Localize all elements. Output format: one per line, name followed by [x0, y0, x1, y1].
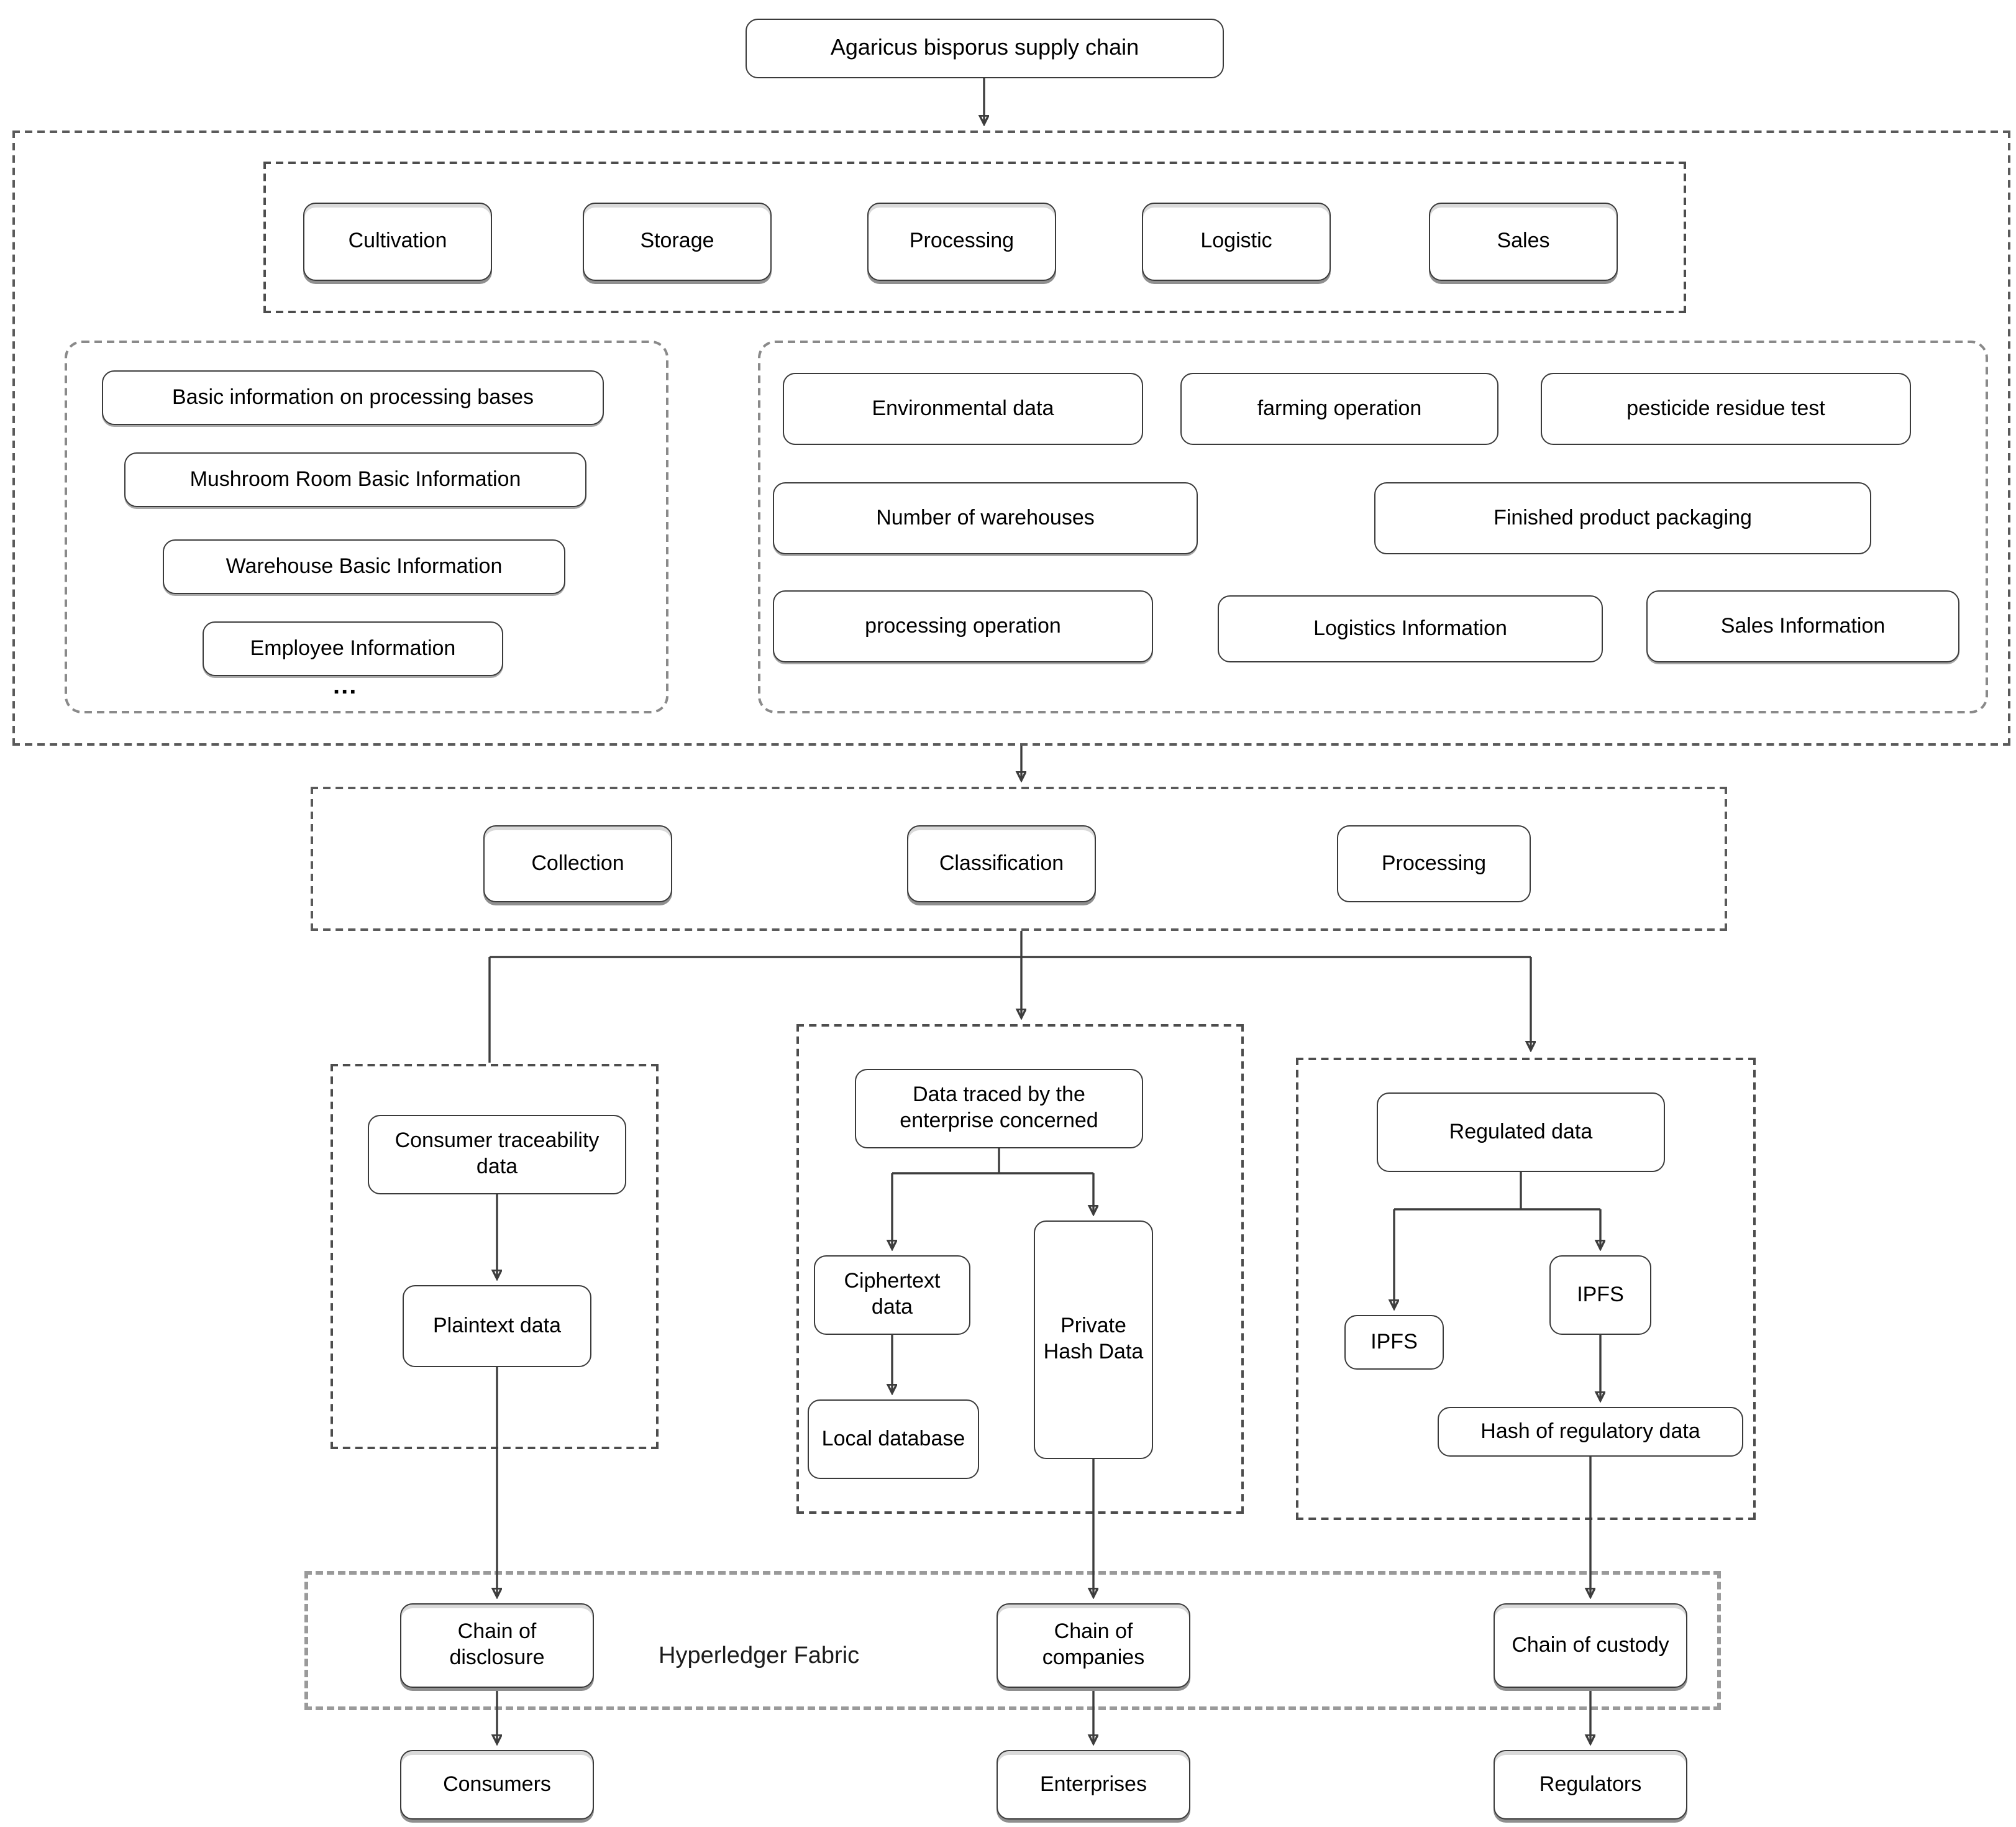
- stage-storage-label: Storage: [640, 229, 714, 253]
- node-finished-product-packaging: Finished product packaging: [1374, 482, 1871, 554]
- stage-logistic-label: Logistic: [1200, 229, 1272, 253]
- node-stage-sales: Sales: [1429, 203, 1618, 281]
- warehouse-info-label: Warehouse Basic Information: [226, 554, 503, 578]
- basic-info-ellipsis-label: ...: [333, 672, 358, 700]
- ipfs-right-label: IPFS: [1577, 1282, 1624, 1306]
- node-stage-processing: Processing: [867, 203, 1056, 281]
- processing-operation-label: processing operation: [865, 613, 1061, 638]
- regulated-data-label: Regulated data: [1449, 1119, 1593, 1143]
- plaintext-data-label: Plaintext data: [432, 1313, 561, 1337]
- node-data-traced-by-enterprise: Data traced by the enterprise concerned: [855, 1069, 1143, 1148]
- stage-sales-label: Sales: [1497, 229, 1550, 253]
- private-hash-data-label: Private Hash Data: [1043, 1314, 1144, 1363]
- stage-processing-label: Processing: [909, 229, 1015, 253]
- node-farming-operation: farming operation: [1180, 373, 1498, 445]
- collection-label: Collection: [531, 851, 624, 875]
- node-consumer-traceability-data: Consumer traceability data: [368, 1115, 626, 1194]
- chain-of-disclosure-label: Chain of disclosure: [449, 1619, 545, 1669]
- node-ipfs-right: IPFS: [1549, 1255, 1651, 1335]
- node-ciphertext-data: Ciphertext data: [814, 1255, 970, 1335]
- node-sales-information: Sales Information: [1646, 590, 1959, 662]
- node-employee-info: Employee Information: [203, 621, 503, 676]
- basic-info-ellipsis: ...: [333, 672, 357, 701]
- ciphertext-data-label: Ciphertext data: [844, 1269, 941, 1319]
- environmental-data-label: Environmental data: [872, 396, 1054, 420]
- enterprise-branch-container: [796, 1024, 1244, 1514]
- node-ipfs-left: IPFS: [1344, 1315, 1444, 1370]
- node-processing-operation: processing operation: [773, 590, 1153, 662]
- node-enterprises: Enterprises: [997, 1750, 1190, 1820]
- finished-product-packaging-label: Finished product packaging: [1494, 505, 1752, 529]
- node-private-hash-data: Private Hash Data: [1034, 1220, 1153, 1459]
- consumer-traceability-data-label: Consumer traceability data: [395, 1129, 600, 1178]
- regulator-branch-container: [1296, 1058, 1756, 1520]
- consumer-branch-container: [331, 1064, 659, 1449]
- basic-info-processing-bases-label: Basic information on processing bases: [171, 385, 534, 409]
- node-basic-info-processing-bases: Basic information on processing bases: [102, 370, 604, 425]
- hyperledger-fabric-container: [304, 1571, 1721, 1710]
- node-warehouse-info: Warehouse Basic Information: [163, 539, 565, 594]
- enterprises-label: Enterprises: [1040, 1772, 1147, 1796]
- node-logistics-information: Logistics Information: [1218, 595, 1603, 662]
- pipeline-container: [311, 787, 1727, 931]
- basic-info-container: [65, 341, 668, 713]
- local-database-label: Local database: [821, 1426, 965, 1450]
- chain-of-companies-label: Chain of companies: [1042, 1619, 1145, 1669]
- node-stage-storage: Storage: [583, 203, 772, 281]
- collected-data-container: [758, 341, 1988, 713]
- overview-container: [12, 130, 2010, 746]
- regulators-label: Regulators: [1539, 1772, 1642, 1796]
- consumers-label: Consumers: [443, 1772, 551, 1796]
- hyperledger-fabric-label: Hyperledger Fabric: [659, 1643, 860, 1669]
- farming-operation-label: farming operation: [1257, 396, 1422, 420]
- node-regulators: Regulators: [1494, 1750, 1687, 1820]
- node-environmental-data: Environmental data: [783, 373, 1143, 445]
- node-number-of-warehouses: Number of warehouses: [773, 482, 1198, 554]
- ipfs-left-label: IPFS: [1371, 1329, 1418, 1353]
- node-supply-chain-title: Agaricus bisporus supply chain: [746, 19, 1224, 78]
- node-chain-of-disclosure: Chain of disclosure: [400, 1603, 594, 1688]
- node-stage-cultivation: Cultivation: [303, 203, 492, 281]
- stage-cultivation-label: Cultivation: [348, 229, 447, 253]
- node-collection: Collection: [483, 825, 672, 902]
- supply-chain-title-label: Agaricus bisporus supply chain: [830, 35, 1139, 60]
- node-chain-of-custody: Chain of custody: [1494, 1603, 1687, 1688]
- hash-of-regulatory-data-label: Hash of regulatory data: [1480, 1419, 1700, 1443]
- number-of-warehouses-label: Number of warehouses: [876, 505, 1095, 529]
- mushroom-room-info-label: Mushroom Room Basic Information: [189, 467, 521, 491]
- stages-container: [263, 162, 1686, 313]
- node-classification: Classification: [907, 825, 1096, 902]
- node-pesticide-residue-test: pesticide residue test: [1541, 373, 1911, 445]
- node-mushroom-room-info: Mushroom Room Basic Information: [124, 452, 586, 507]
- node-pipeline-processing: Processing: [1337, 825, 1531, 902]
- node-chain-of-companies: Chain of companies: [997, 1603, 1190, 1688]
- node-stage-logistic: Logistic: [1142, 203, 1331, 281]
- pipeline-processing-label: Processing: [1381, 851, 1487, 875]
- logistics-information-label: Logistics Information: [1313, 616, 1507, 640]
- employee-info-label: Employee Information: [250, 636, 456, 660]
- node-consumers: Consumers: [400, 1750, 594, 1820]
- chain-of-custody-label: Chain of custody: [1512, 1632, 1669, 1657]
- node-regulated-data: Regulated data: [1377, 1092, 1665, 1172]
- sales-information-label: Sales Information: [1720, 613, 1886, 638]
- hyperledger-fabric-title: Hyperledger Fabric: [659, 1643, 859, 1670]
- node-plaintext-data: Plaintext data: [403, 1285, 591, 1367]
- classification-label: Classification: [939, 851, 1064, 875]
- node-hash-of-regulatory-data: Hash of regulatory data: [1438, 1407, 1743, 1457]
- pesticide-residue-test-label: pesticide residue test: [1626, 396, 1825, 420]
- data-traced-by-enterprise-label: Data traced by the enterprise concerned: [900, 1083, 1098, 1132]
- node-local-database: Local database: [808, 1399, 979, 1479]
